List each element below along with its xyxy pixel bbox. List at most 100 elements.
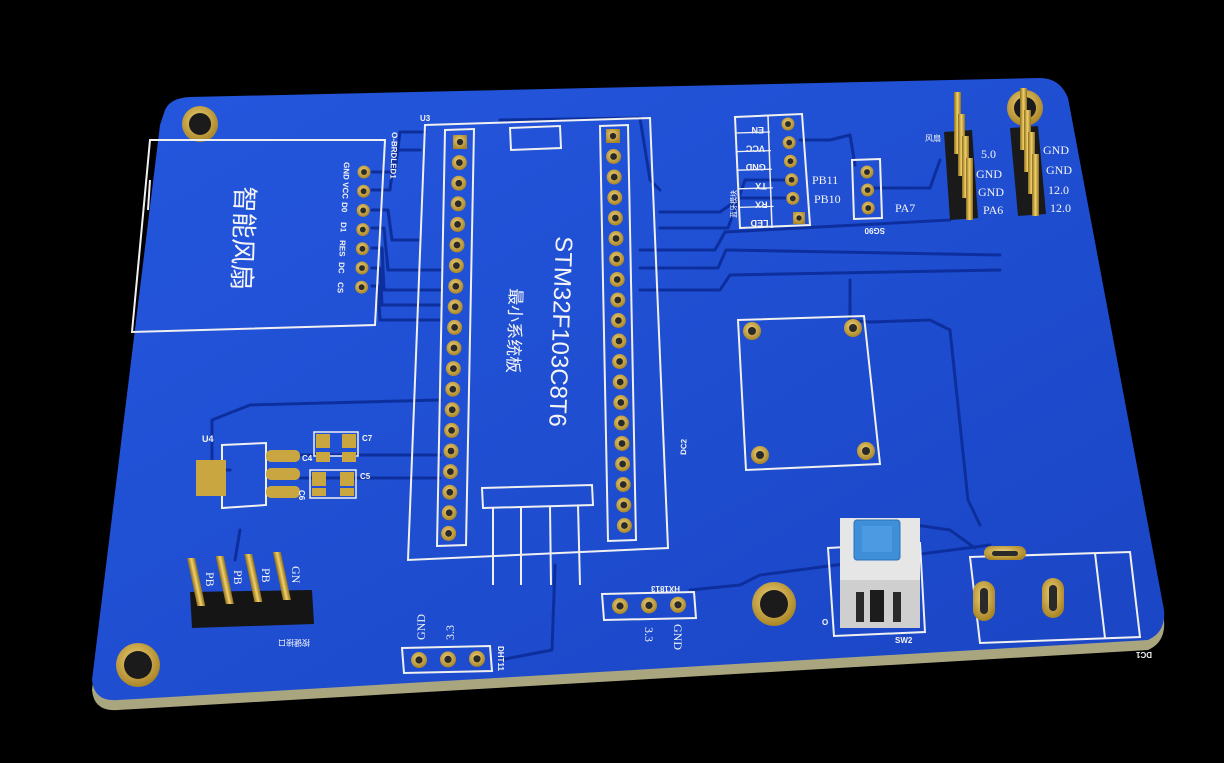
cap-label: C4: [302, 454, 313, 463]
sw2-mark: O: [822, 618, 828, 627]
oled-pads: [355, 165, 371, 294]
bt-pin-label: GND: [745, 162, 766, 172]
dht11-pad: [411, 652, 427, 668]
mcu-right-pads: [606, 129, 632, 533]
mcu-ref-label: U3: [420, 114, 431, 123]
bt-pad: [793, 212, 805, 224]
header-pin: [954, 92, 961, 154]
mcu-pad: [450, 196, 466, 212]
bt-pin-label: VCC: [745, 144, 765, 154]
oled-pad: [357, 184, 371, 198]
mounting-hole: [182, 106, 218, 142]
header-pin: [1020, 88, 1027, 150]
hx1813-pad: [612, 598, 628, 614]
capacitor-c6: C6: [297, 488, 354, 501]
u4-pad: [266, 468, 300, 480]
u4-ref-label: U4: [202, 434, 214, 444]
mcu-pad: [614, 436, 630, 451]
mcu-pad: [442, 484, 458, 500]
mcu-pad: [608, 231, 624, 246]
oled-pin-label: CS: [336, 282, 345, 294]
bt-pin-label: LED: [750, 218, 769, 228]
oled-pin-label: D1: [339, 222, 348, 233]
mcu-pad: [612, 374, 628, 390]
mcu-pad: [445, 361, 461, 377]
fan-header-label: PA6: [983, 203, 1003, 217]
mcu-left-pads: [441, 135, 467, 541]
mcu-pad: [607, 190, 623, 205]
key-header-bottom-label: 按键接口: [278, 638, 310, 648]
fan-header-label: 5.0: [981, 147, 996, 161]
mcu-right-header: [598, 123, 638, 543]
sg90-connector: SG90 PB11 PB10 PA7: [812, 157, 915, 235]
fan-header-right: GND GND 12.0 12.0: [1010, 88, 1072, 216]
footprint-pad: [844, 319, 862, 337]
hx1813-pad: [670, 596, 686, 613]
mcu-pad: [441, 505, 457, 521]
cap-label: C5: [360, 472, 371, 481]
sg90-pad: [861, 183, 875, 197]
mcu-pad: [609, 251, 625, 267]
key-header-label: PB: [231, 570, 245, 585]
dht11-ref-label: DHT11: [496, 646, 505, 671]
oled-pad: [355, 242, 369, 256]
mcu-pad: [606, 169, 622, 185]
mcu-pad: [615, 456, 631, 472]
mounting-hole: [752, 582, 796, 626]
header-pin: [966, 158, 973, 220]
mcu-pad: [449, 237, 465, 253]
header-pin: [187, 558, 206, 606]
mcu-pad: [606, 149, 622, 164]
sg90-label: PB11: [812, 173, 838, 187]
cap-label: C7: [362, 434, 373, 443]
dht11-label: GND: [414, 614, 428, 640]
sw2-switch: SW2 O: [822, 518, 927, 645]
mcu-pad: [453, 135, 467, 149]
mcu-pad: [447, 319, 463, 335]
footprint-pad: [751, 446, 769, 464]
oled-pad: [356, 203, 370, 217]
u4-pad: [266, 486, 300, 498]
header-pin: [1032, 154, 1039, 216]
dc1-ref-label: DC1: [1135, 650, 1152, 659]
mcu-pad: [613, 415, 629, 431]
mcu-pad: [613, 395, 629, 410]
key-header-label: PB: [259, 568, 273, 583]
mcu-pad: [444, 422, 460, 438]
mcu-pad: [441, 525, 457, 541]
oled-ref-label: O-BRDLED1: [388, 132, 399, 180]
oled-pin-label: D0: [340, 202, 349, 213]
bt-side-label: 蓝牙模块: [729, 190, 738, 218]
oled-pin-labels: GND VCC D0 D1 RES DC CS: [336, 162, 351, 294]
sw2-ref-label: SW2: [895, 636, 913, 645]
module-footprint: [736, 314, 882, 472]
header-pin: [215, 556, 234, 604]
mcu-pad: [610, 313, 626, 328]
bt-pad: [785, 173, 799, 187]
sg90-ref-label: SG90: [864, 226, 885, 235]
key-header-label: GN: [289, 566, 303, 584]
fan-header-label: 12.0: [1050, 201, 1071, 215]
mcu-pad: [610, 292, 626, 308]
mcu-subtitle: 最小系统板: [503, 288, 525, 374]
mcu-pad: [616, 518, 632, 533]
mcu-pad: [616, 497, 632, 513]
bt-pad: [783, 154, 797, 168]
capacitor-c5: C5: [309, 469, 371, 499]
sg90-label: PA7: [895, 201, 915, 215]
mcu-pad: [448, 278, 464, 294]
dc2-ref-label: DC2: [679, 438, 689, 455]
bt-pad: [786, 191, 800, 205]
footprint-pad: [743, 322, 761, 340]
dht11-pad: [469, 650, 485, 667]
hx1813-connector: HX1813 3.3 GND: [600, 584, 698, 650]
mcu-pad: [442, 464, 458, 480]
bt-pin-label: TX: [755, 181, 767, 191]
fan-header-left: 风扇 5.0 GND GND PA6: [925, 92, 1004, 220]
mcu-pad: [447, 299, 463, 315]
header-pin: [962, 136, 969, 198]
mcu-pad: [448, 258, 464, 274]
header-pin: [1024, 110, 1031, 172]
mcu-left-header: [435, 127, 476, 548]
